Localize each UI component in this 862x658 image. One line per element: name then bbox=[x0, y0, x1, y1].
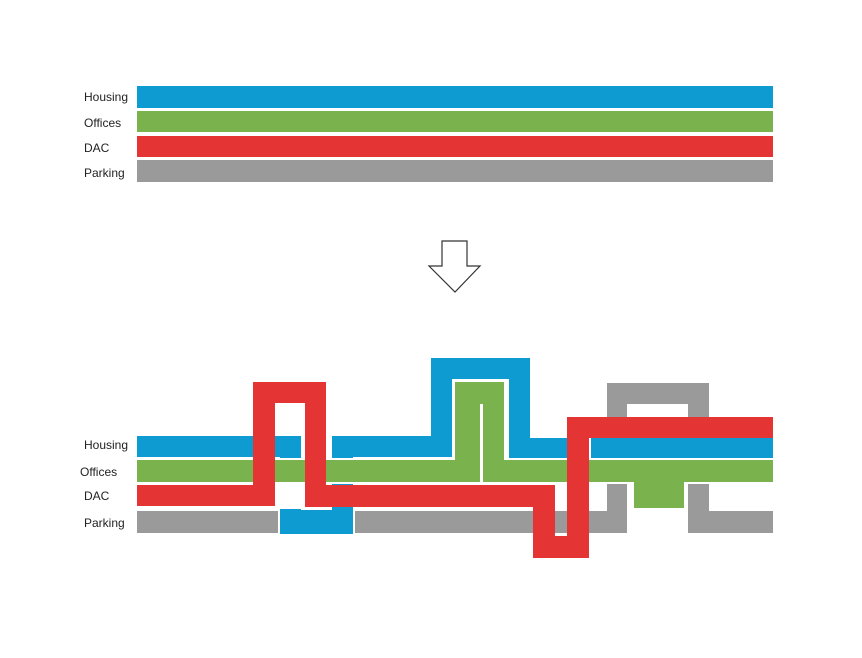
band-parking bbox=[137, 160, 773, 182]
top-label-housing: Housing bbox=[84, 90, 128, 104]
band-housing bbox=[137, 86, 773, 108]
bottom-label-dac: DAC bbox=[84, 489, 110, 503]
top-label-offices: Offices bbox=[84, 116, 121, 130]
bottom-label-offices: Offices bbox=[80, 465, 117, 479]
down-arrow-icon bbox=[427, 240, 482, 293]
interwoven-program-ribbons: Housing Offices DAC Parking bbox=[80, 356, 775, 558]
band-dac bbox=[137, 136, 773, 157]
top-label-parking: Parking bbox=[84, 166, 125, 180]
bottom-label-parking: Parking bbox=[84, 516, 125, 530]
ribbon-dac bbox=[137, 382, 773, 558]
bottom-label-housing: Housing bbox=[84, 438, 128, 452]
stacked-program-bands: Housing Offices DAC Parking bbox=[84, 86, 773, 182]
top-label-dac: DAC bbox=[84, 141, 110, 155]
band-offices bbox=[137, 111, 773, 132]
